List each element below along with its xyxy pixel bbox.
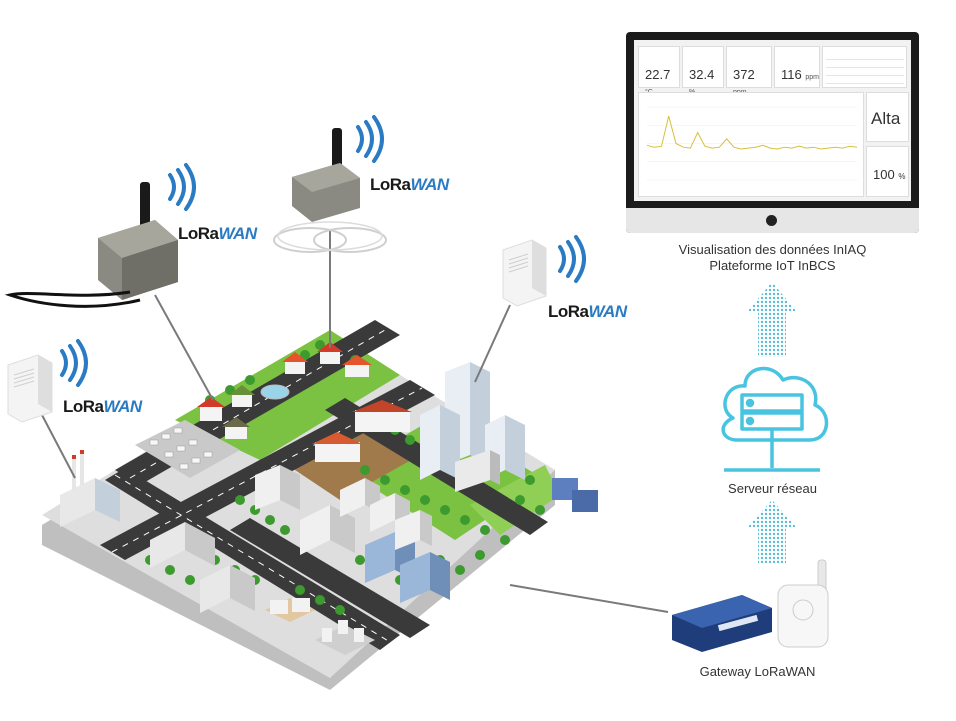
factory-2 xyxy=(150,522,215,568)
office-3 xyxy=(340,478,380,517)
parking-lot xyxy=(135,420,240,478)
gateway-caption: Gateway LoRaWAN xyxy=(699,664,816,679)
co2-card: 372 ppm xyxy=(726,46,772,96)
cloud-server-icon xyxy=(721,366,829,472)
tanks xyxy=(315,620,375,655)
status-card: Alta xyxy=(866,92,909,142)
platform-title: Plateforme IoT InBCS xyxy=(709,258,836,273)
wifi-signal-icon xyxy=(356,115,384,163)
house-6 xyxy=(222,417,250,439)
house-1 xyxy=(197,397,225,421)
gateway-blue-box xyxy=(672,595,772,652)
hall-1 xyxy=(455,450,500,492)
percent-unit: % xyxy=(898,172,906,181)
lorawan-logo: LoRaWAN xyxy=(63,397,142,416)
card-unit: ppm xyxy=(805,74,819,81)
factory-1 xyxy=(60,450,120,527)
office-blue-2 xyxy=(400,552,450,603)
tower-2 xyxy=(420,405,460,480)
office-2 xyxy=(300,505,355,555)
status-value: Alta xyxy=(871,109,901,128)
card-value: 116 xyxy=(781,67,802,82)
percent-value: 100 xyxy=(873,167,895,182)
upload-arrow-icon xyxy=(747,282,797,357)
office-5 xyxy=(395,510,432,550)
sensor-box-right xyxy=(502,239,547,307)
cars xyxy=(149,427,213,470)
link-sensor-left xyxy=(41,414,76,479)
blue-houses xyxy=(552,478,598,512)
visualisation-caption: Visualisation des données InIAQ Platefor… xyxy=(640,242,905,274)
fountain xyxy=(260,384,290,400)
temperature-card: 22.7 °C xyxy=(638,46,680,96)
sensor-loop-device xyxy=(273,128,387,253)
connection-lines xyxy=(41,230,669,613)
power-button xyxy=(766,215,777,226)
monitor: 22.7 °C 32.4 % 372 ppm 116 ppm Alta 100 xyxy=(626,32,919,233)
wifi-signal-icon xyxy=(558,235,586,283)
link-gateway xyxy=(509,584,669,613)
monitor-bezel xyxy=(626,208,919,233)
link-sensor-topleft xyxy=(154,294,214,401)
buildings xyxy=(60,342,598,655)
link-sensor-right xyxy=(474,304,511,383)
card-value: 22.7 xyxy=(645,67,671,82)
house-5 xyxy=(229,385,255,407)
chart-grid xyxy=(647,106,857,181)
upload-arrow-icon xyxy=(747,500,797,563)
wifi-signal-icon xyxy=(60,339,88,387)
house-2 xyxy=(282,352,308,374)
house-4 xyxy=(342,355,372,377)
house-row xyxy=(352,400,412,432)
alert-table xyxy=(822,46,907,88)
chart-card xyxy=(638,92,864,197)
office-1 xyxy=(255,465,300,510)
visualisation-title: Visualisation des données InIAQ xyxy=(678,242,867,257)
voc-card: 116 ppm xyxy=(774,46,820,88)
wifi-signal-icon xyxy=(168,163,196,211)
card-value: 372 xyxy=(733,67,755,82)
factory-3 xyxy=(200,565,255,613)
server-caption: Serveur réseau xyxy=(728,481,817,496)
percent-card: 100 % xyxy=(866,146,909,197)
warehouses xyxy=(265,598,315,622)
sensor-probe-device xyxy=(4,182,178,308)
road-cross-4 xyxy=(230,518,430,638)
sensor-box-left xyxy=(7,354,53,423)
chart-series-line xyxy=(646,115,858,150)
lorawan-logo: LoRaWAN xyxy=(178,224,257,243)
lorawan-logo: LoRaWAN xyxy=(548,302,627,321)
house-row-2 xyxy=(312,432,362,462)
lorawan-logo: LoRaWAN xyxy=(370,175,449,194)
humidity-card: 32.4 % xyxy=(682,46,724,96)
card-value: 32.4 xyxy=(689,67,715,82)
gateway-white-box xyxy=(777,559,829,648)
iaq-line-chart xyxy=(646,106,858,181)
dashboard-screen: 22.7 °C 32.4 % 372 ppm 116 ppm Alta 100 xyxy=(634,40,911,201)
